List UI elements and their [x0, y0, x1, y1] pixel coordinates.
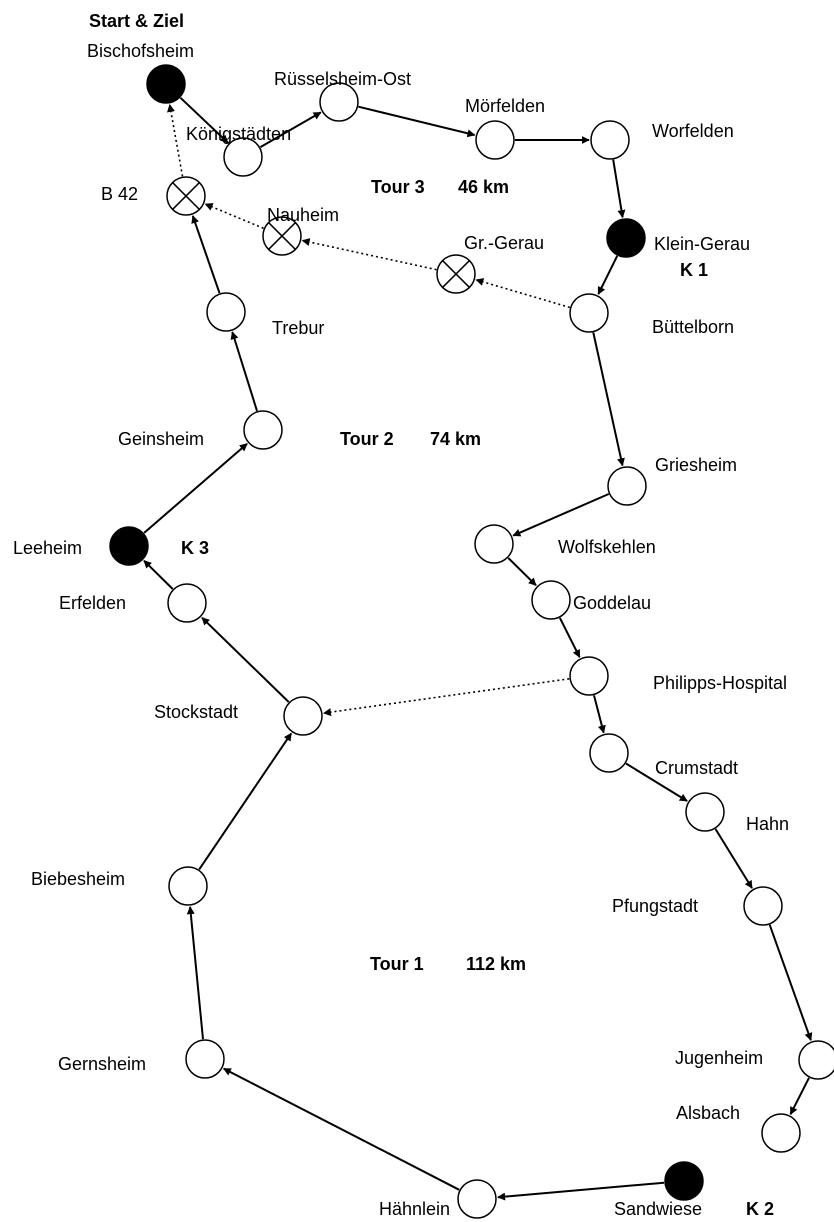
checkpoint-k2: K 2 — [746, 1199, 774, 1219]
tour3-label: Tour 3 — [371, 177, 425, 197]
route-arrow-trebur-to-b42 — [191, 215, 221, 294]
route-arrow-worfelden-to-klein_gerau — [612, 159, 626, 219]
station-node-bischofsheim — [146, 64, 186, 104]
station-node-goddelau — [531, 580, 571, 620]
label-jugenheim: Jugenheim — [675, 1048, 763, 1068]
station-node-buettelborn — [569, 293, 609, 333]
route-arrow-klein_gerau-to-buettelborn — [597, 255, 619, 295]
route-arrow-stockstadt-to-erfelden — [201, 616, 290, 703]
station-node-klein-gerau — [606, 218, 646, 258]
route-arrow-philipps_hospital-to-crumstadt — [593, 695, 606, 734]
label-gr-gerau: Gr.-Gerau — [464, 233, 544, 253]
station-node-sandwiese — [664, 1161, 704, 1201]
route-arrow-wolfskehlen-to-goddelau — [507, 557, 537, 587]
tour2-distance: 74 km — [430, 429, 481, 449]
route-arrow-griesheim-to-wolfskehlen — [512, 493, 610, 537]
label-geinsheim: Geinsheim — [118, 429, 204, 449]
label-philipps-hospital: Philipps-Hospital — [653, 673, 787, 693]
label-griesheim: Griesheim — [655, 455, 737, 475]
route-arrow-goddelau-to-philipps_hospital — [559, 617, 581, 658]
tour2-label: Tour 2 — [340, 429, 394, 449]
station-node-koenigstaedten — [223, 137, 263, 177]
tour1-distance: 112 km — [466, 954, 526, 974]
label-leeheim: Leeheim — [13, 538, 82, 558]
route-arrow-buettelborn-to-gr_gerau — [475, 278, 571, 309]
checkpoint-k3: K 3 — [181, 538, 209, 558]
station-node-crumstadt — [589, 733, 629, 773]
label-erfelden: Erfelden — [59, 593, 126, 613]
route-arrow-leeheim-to-geinsheim — [143, 442, 248, 534]
label-sandwiese: Sandwiese — [614, 1199, 702, 1219]
label-buettelborn: Büttelborn — [652, 317, 734, 337]
station-node-alsbach — [761, 1113, 801, 1153]
label-worfelden: Worfelden — [652, 121, 734, 141]
route-arrow-jugenheim-to-alsbach — [789, 1077, 810, 1116]
route-arrow-pfungstadt-to-jugenheim — [768, 924, 813, 1041]
station-node-geinsheim — [243, 410, 283, 450]
route-arrow-hahn-to-pfungstadt — [714, 828, 753, 889]
label-pfungstadt: Pfungstadt — [612, 896, 698, 916]
station-node-hahn — [685, 792, 725, 832]
checkpoint-k1: K 1 — [680, 260, 708, 280]
tour-labels: Tour 3 46 km Tour 2 74 km Tour 1 112 km — [340, 177, 526, 974]
label-koenigstaedten: Königstädten — [186, 124, 291, 144]
station-node-trebur — [206, 292, 246, 332]
station-node-stockstadt — [283, 696, 323, 736]
start-ziel-title: Start & Ziel — [89, 11, 184, 31]
route-arrow-geinsheim-to-trebur — [230, 331, 258, 412]
route-arrow-b42-to-bischofsheim — [167, 103, 184, 177]
station-cross-mark-nauheim — [268, 222, 296, 250]
route-arrow-nauheim-to-b42 — [204, 203, 264, 230]
route-arrow-ruesselsheim_ost-to-moerfelden — [358, 105, 476, 138]
label-crumstadt: Crumstadt — [655, 758, 738, 778]
station-node-griesheim — [607, 466, 647, 506]
route-arrow-biebesheim-to-stockstadt — [198, 732, 293, 870]
station-node-erfelden — [167, 583, 207, 623]
tour1-label: Tour 1 — [370, 954, 424, 974]
label-trebur: Trebur — [272, 318, 324, 338]
route-nodes — [109, 64, 834, 1219]
station-node-gernsheim — [185, 1039, 225, 1079]
route-arrow-bischofsheim-to-koenigstaedten — [179, 97, 229, 144]
station-node-philipps-hospital — [569, 656, 609, 696]
route-arrow-koenigstaedten-to-ruesselsheim_ost — [259, 111, 322, 148]
label-wolfskehlen: Wolfskehlen — [558, 537, 656, 557]
label-stockstadt: Stockstadt — [154, 702, 238, 722]
station-cross-mark-gr-gerau — [442, 260, 470, 288]
route-arrow-erfelden-to-leeheim — [143, 559, 174, 590]
route-arrow-haehnlein-to-gernsheim — [222, 1067, 460, 1191]
label-b42: B 42 — [101, 184, 138, 204]
station-cross-mark-b42 — [172, 182, 200, 210]
label-nauheim: Nauheim — [267, 205, 339, 225]
station-node-ruesselsheim-ost — [319, 82, 359, 122]
station-node-jugenheim — [798, 1040, 834, 1080]
label-haehnlein: Hähnlein — [379, 1199, 450, 1219]
station-node-leeheim — [109, 526, 149, 566]
station-node-biebesheim — [168, 866, 208, 906]
station-labels: Start & Ziel Bischofsheim Königstädten R… — [13, 11, 789, 1219]
route-arrow-crumstadt-to-hahn — [625, 762, 688, 802]
route-arrow-philipps_hospital-to-stockstadt — [323, 678, 570, 717]
station-node-worfelden — [590, 120, 630, 160]
station-node-haehnlein — [457, 1179, 497, 1219]
label-klein-gerau: Klein-Gerau — [654, 234, 750, 254]
label-biebesheim: Biebesheim — [31, 869, 125, 889]
route-arrow-gr_gerau-to-nauheim — [301, 238, 437, 271]
label-moerfelden: Mörfelden — [465, 96, 545, 116]
station-node-wolfskehlen — [474, 524, 514, 564]
label-bischofsheim: Bischofsheim — [87, 41, 194, 61]
label-ruesselsheim-ost: Rüsselsheim-Ost — [274, 69, 411, 89]
route-arrow-buettelborn-to-griesheim — [592, 332, 625, 467]
route-edges — [143, 97, 813, 1201]
route-arrow-gernsheim-to-biebesheim — [186, 906, 204, 1040]
station-node-pfungstadt — [743, 886, 783, 926]
route-arrow-sandwiese-to-haehnlein — [497, 1181, 665, 1201]
tour3-distance: 46 km — [458, 177, 509, 197]
label-alsbach: Alsbach — [676, 1103, 740, 1123]
station-node-moerfelden — [475, 120, 515, 160]
label-hahn: Hahn — [746, 814, 789, 834]
label-gernsheim: Gernsheim — [58, 1054, 146, 1074]
label-goddelau: Goddelau — [573, 593, 651, 613]
